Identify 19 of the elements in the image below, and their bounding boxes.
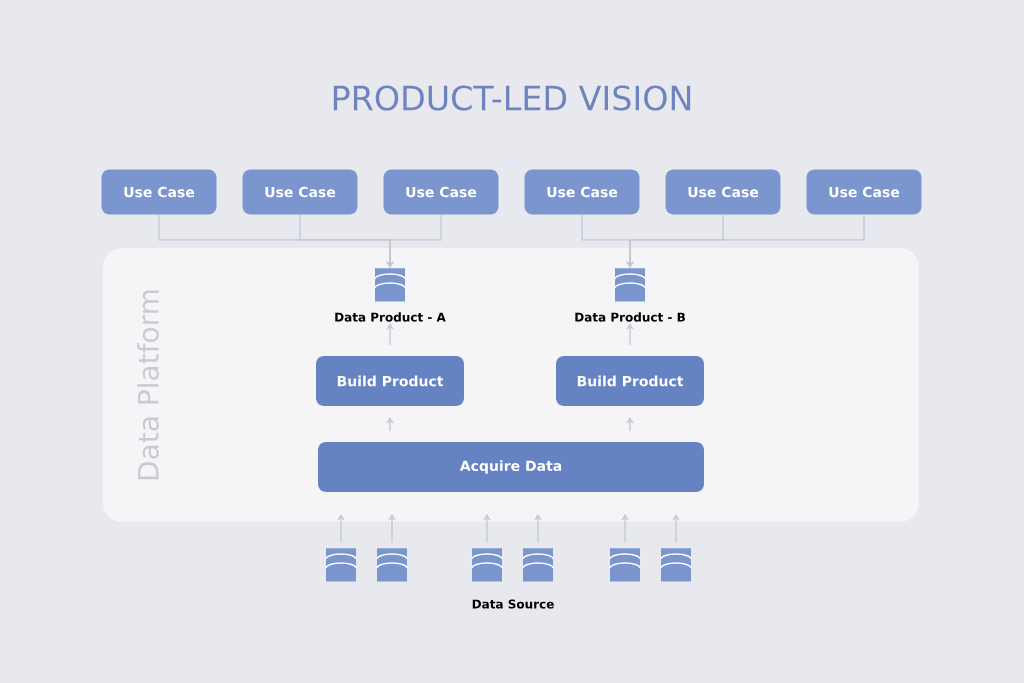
use-case-box: Use Case xyxy=(242,169,358,215)
database-icon xyxy=(376,548,408,582)
node-label: Data Product - B xyxy=(575,312,685,322)
database-icon xyxy=(609,548,641,582)
use-case-box: Use Case xyxy=(101,169,217,215)
title: PRODUCT-LED VISION xyxy=(333,85,691,111)
database-icon xyxy=(471,548,503,582)
use-case-box: Use Case xyxy=(665,169,781,215)
database-icon xyxy=(325,548,357,582)
use-case-box: Use Case xyxy=(383,169,499,215)
group-label: Data Source xyxy=(472,599,554,609)
process-box: Build Product xyxy=(556,356,704,406)
use-case-box: Use Case xyxy=(524,169,640,215)
database-icon xyxy=(660,548,692,582)
process-box: Build Product xyxy=(316,356,464,406)
process-box: Acquire Data xyxy=(318,442,704,492)
database-icon xyxy=(522,548,554,582)
use-case-box: Use Case xyxy=(806,169,922,215)
node-label: Data Product - A xyxy=(335,312,446,322)
